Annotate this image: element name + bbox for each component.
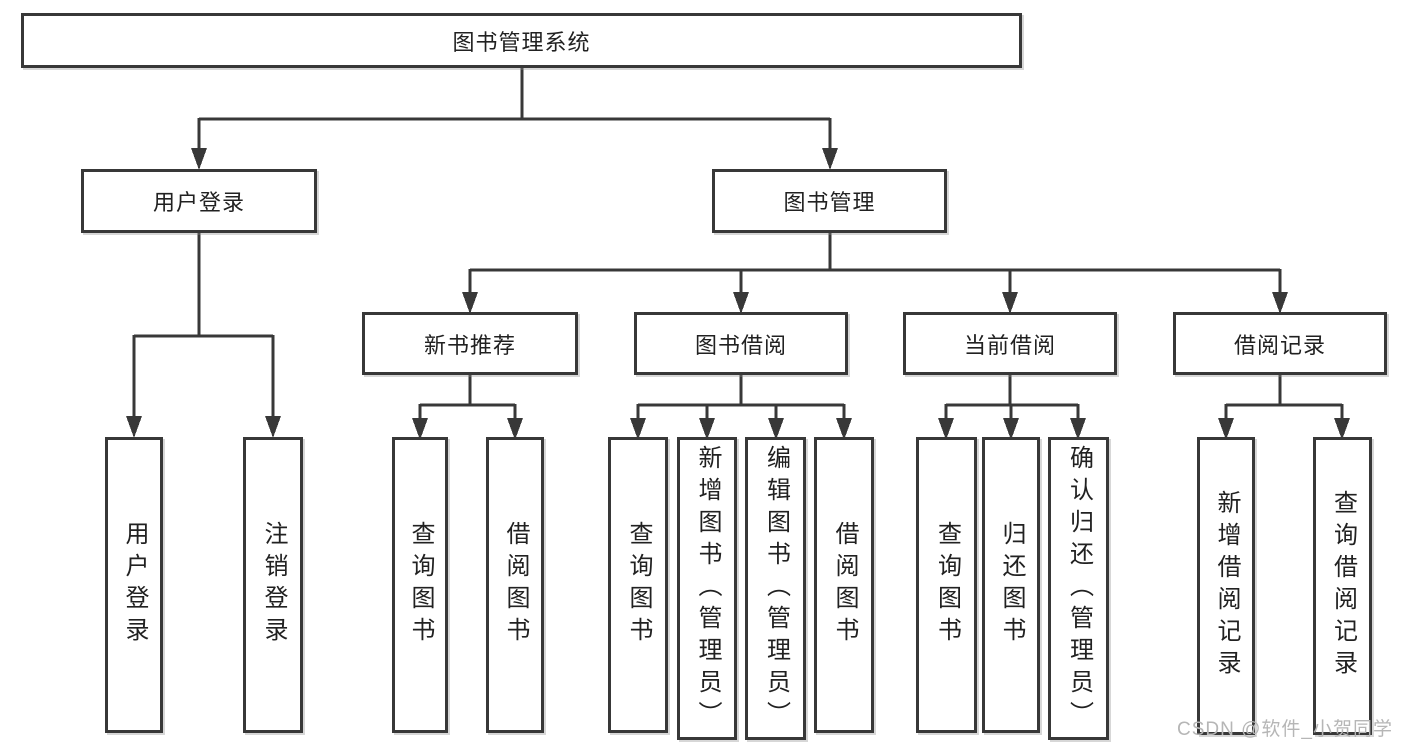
node-user-login: 用户登录 [81, 169, 317, 233]
leaf-logout: 注销登录 [243, 437, 303, 733]
node-book-borrow: 图书借阅 [634, 312, 848, 375]
leaf-cb-query-books: 查询图书 [916, 437, 977, 733]
node-new-book-recommend: 新书推荐 [362, 312, 578, 375]
leaf-bb-edit-books-admin: 编辑图书（管理员） [745, 437, 806, 740]
csdn-watermark: CSDN @软件_小贺同学 [1177, 719, 1393, 740]
leaf-bb-add-books-admin: 新增图书（管理员） [677, 437, 737, 740]
leaf-nbr-query-books: 查询图书 [392, 437, 448, 733]
leaf-cb-return-books: 归还图书 [982, 437, 1040, 733]
arrowheads [126, 148, 1350, 440]
leaf-bb-query-books: 查询图书 [608, 437, 668, 733]
node-current-borrow: 当前借阅 [903, 312, 1117, 375]
leaf-nbr-borrow-books: 借阅图书 [486, 437, 544, 733]
leaf-user-login: 用户登录 [105, 437, 163, 733]
node-borrow-records: 借阅记录 [1173, 312, 1387, 375]
leaf-br-add-record: 新增借阅记录 [1197, 437, 1255, 735]
leaf-br-query-record: 查询借阅记录 [1313, 437, 1372, 735]
node-root: 图书管理系统 [21, 13, 1022, 68]
node-book-management: 图书管理 [712, 169, 947, 233]
leaf-cb-confirm-return-admin: 确认归还（管理员） [1048, 437, 1109, 740]
leaf-bb-borrow-books: 借阅图书 [814, 437, 874, 733]
